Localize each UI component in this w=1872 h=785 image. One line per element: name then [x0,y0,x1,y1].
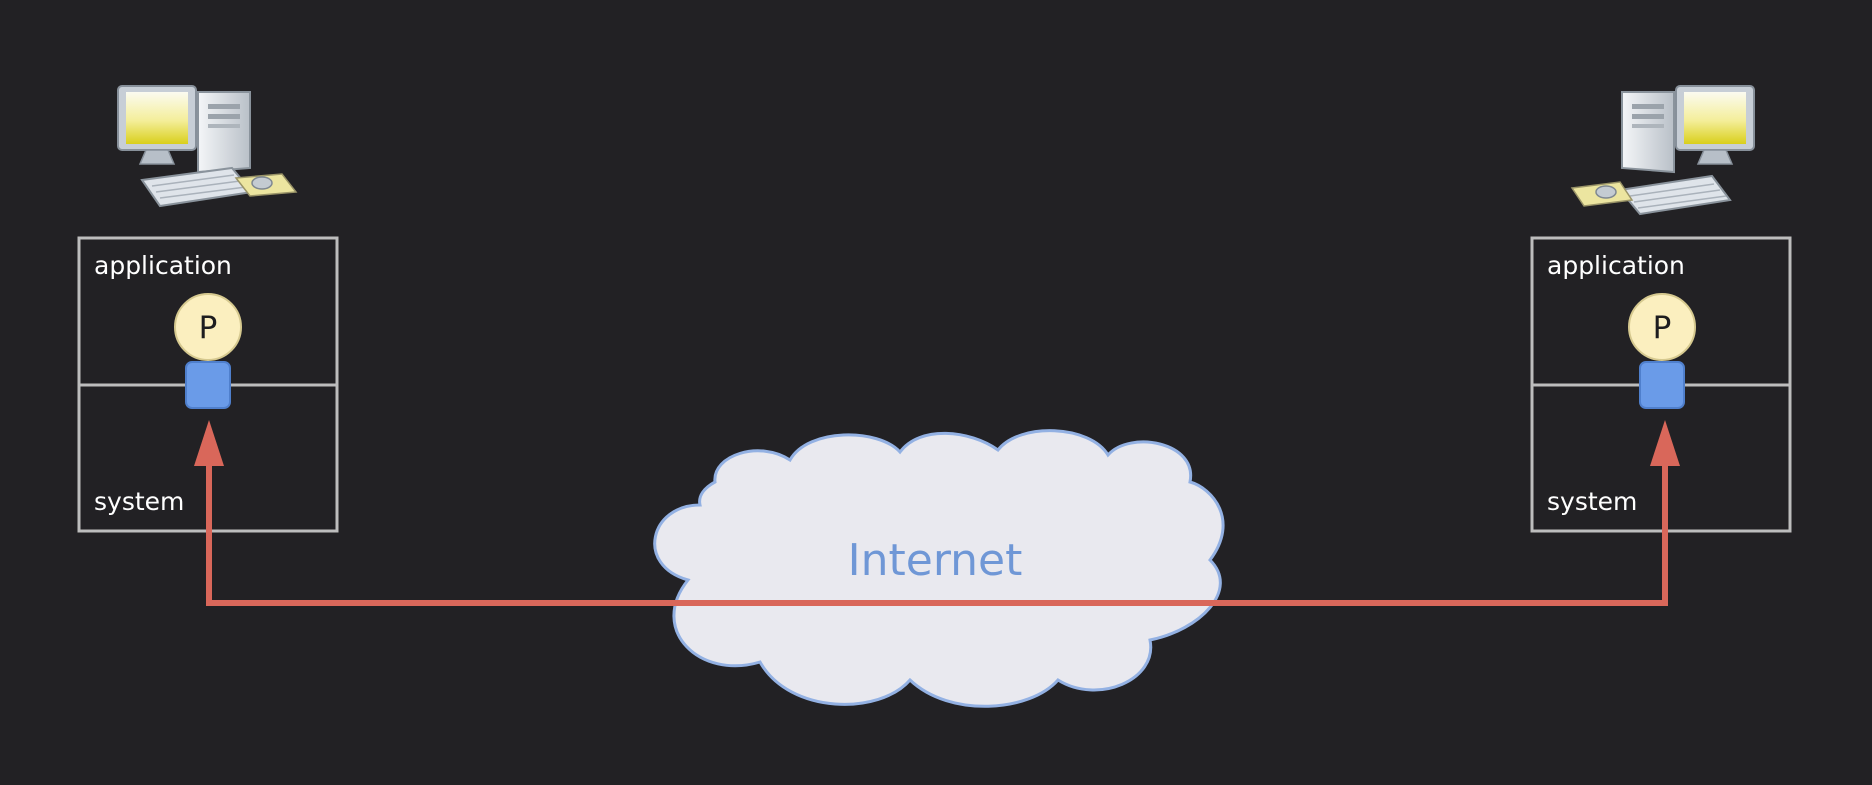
right-host-box: application system [1530,236,1792,533]
right-application-label: application [1547,251,1685,280]
right-computer-icon [1570,85,1755,216]
left-system-label: system [94,487,184,516]
left-host-box: application system [77,236,339,533]
right-arrowhead [1650,420,1680,466]
right-process: P [1628,293,1696,361]
left-socket [185,361,231,409]
left-application-label: application [94,251,232,280]
right-socket [1639,361,1685,409]
connection-path [194,420,1680,606]
left-process-label: P [199,310,218,346]
internet-label: Internet [848,535,1023,586]
right-process-label: P [1653,310,1672,346]
left-computer-icon [117,85,298,208]
right-system-label: system [1547,487,1637,516]
left-process: P [174,293,242,361]
left-arrowhead [194,420,224,466]
internet-cloud: Internet [653,429,1225,708]
